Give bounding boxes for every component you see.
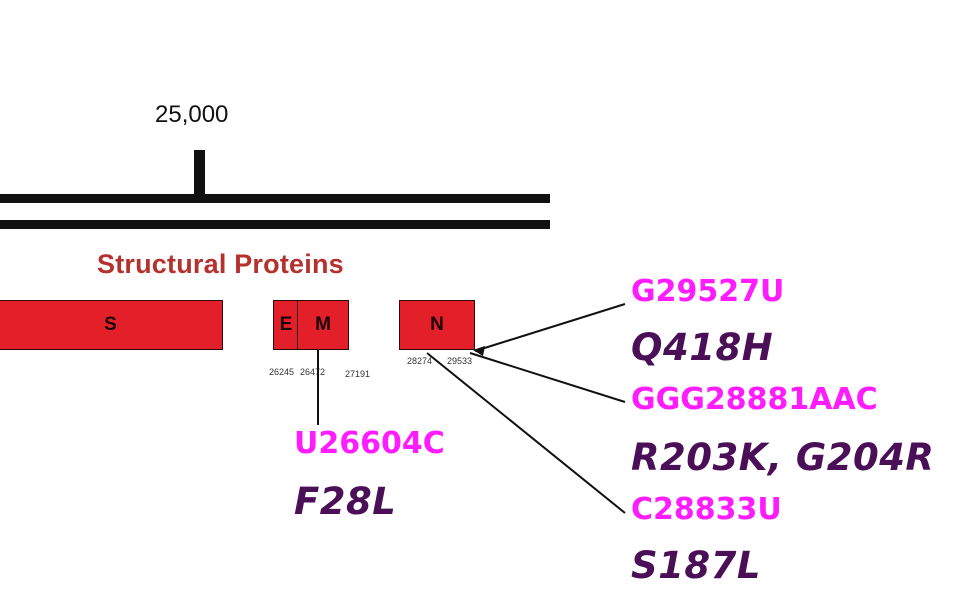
position-label: 28274	[407, 356, 433, 366]
connector-n3	[426, 352, 626, 514]
gene-m: M	[297, 300, 349, 350]
gene-s: S	[0, 300, 223, 350]
section-title: Structural Proteins	[97, 249, 344, 279]
mutation-nt-n1: G29527U	[631, 274, 785, 309]
mutation-nt-n2: GGG28881AAC	[631, 382, 878, 417]
mutation-nt-m: U26604C	[294, 426, 445, 461]
genome-line-bottom	[0, 220, 550, 229]
mutation-aa-m: F28L	[294, 480, 397, 523]
scale-tick-mark	[194, 150, 205, 196]
genome-line-top	[0, 194, 550, 203]
position-label: 26245	[269, 367, 295, 377]
mutation-aa-n2: R203K, G204R	[631, 436, 935, 479]
position-label: 27191	[345, 369, 371, 379]
mutation-nt-n3: C28833U	[631, 492, 782, 527]
gene-n-label: N	[430, 314, 444, 335]
mutation-aa-n1: Q418H	[631, 326, 774, 369]
position-label: 29533	[447, 356, 473, 366]
connector-n1	[474, 303, 626, 352]
mutation-aa-n3: S187L	[631, 544, 761, 587]
connector-arrowhead	[473, 346, 485, 356]
gene-e-label: E	[279, 314, 293, 335]
scale-tick-label: 25,000	[155, 101, 229, 128]
gene-s-label: S	[104, 314, 117, 335]
gene-e: E	[273, 300, 299, 350]
connector-n2	[469, 352, 626, 403]
position-label: 26472	[300, 367, 326, 377]
gene-n: N	[399, 300, 475, 350]
gene-m-label: M	[315, 314, 331, 335]
